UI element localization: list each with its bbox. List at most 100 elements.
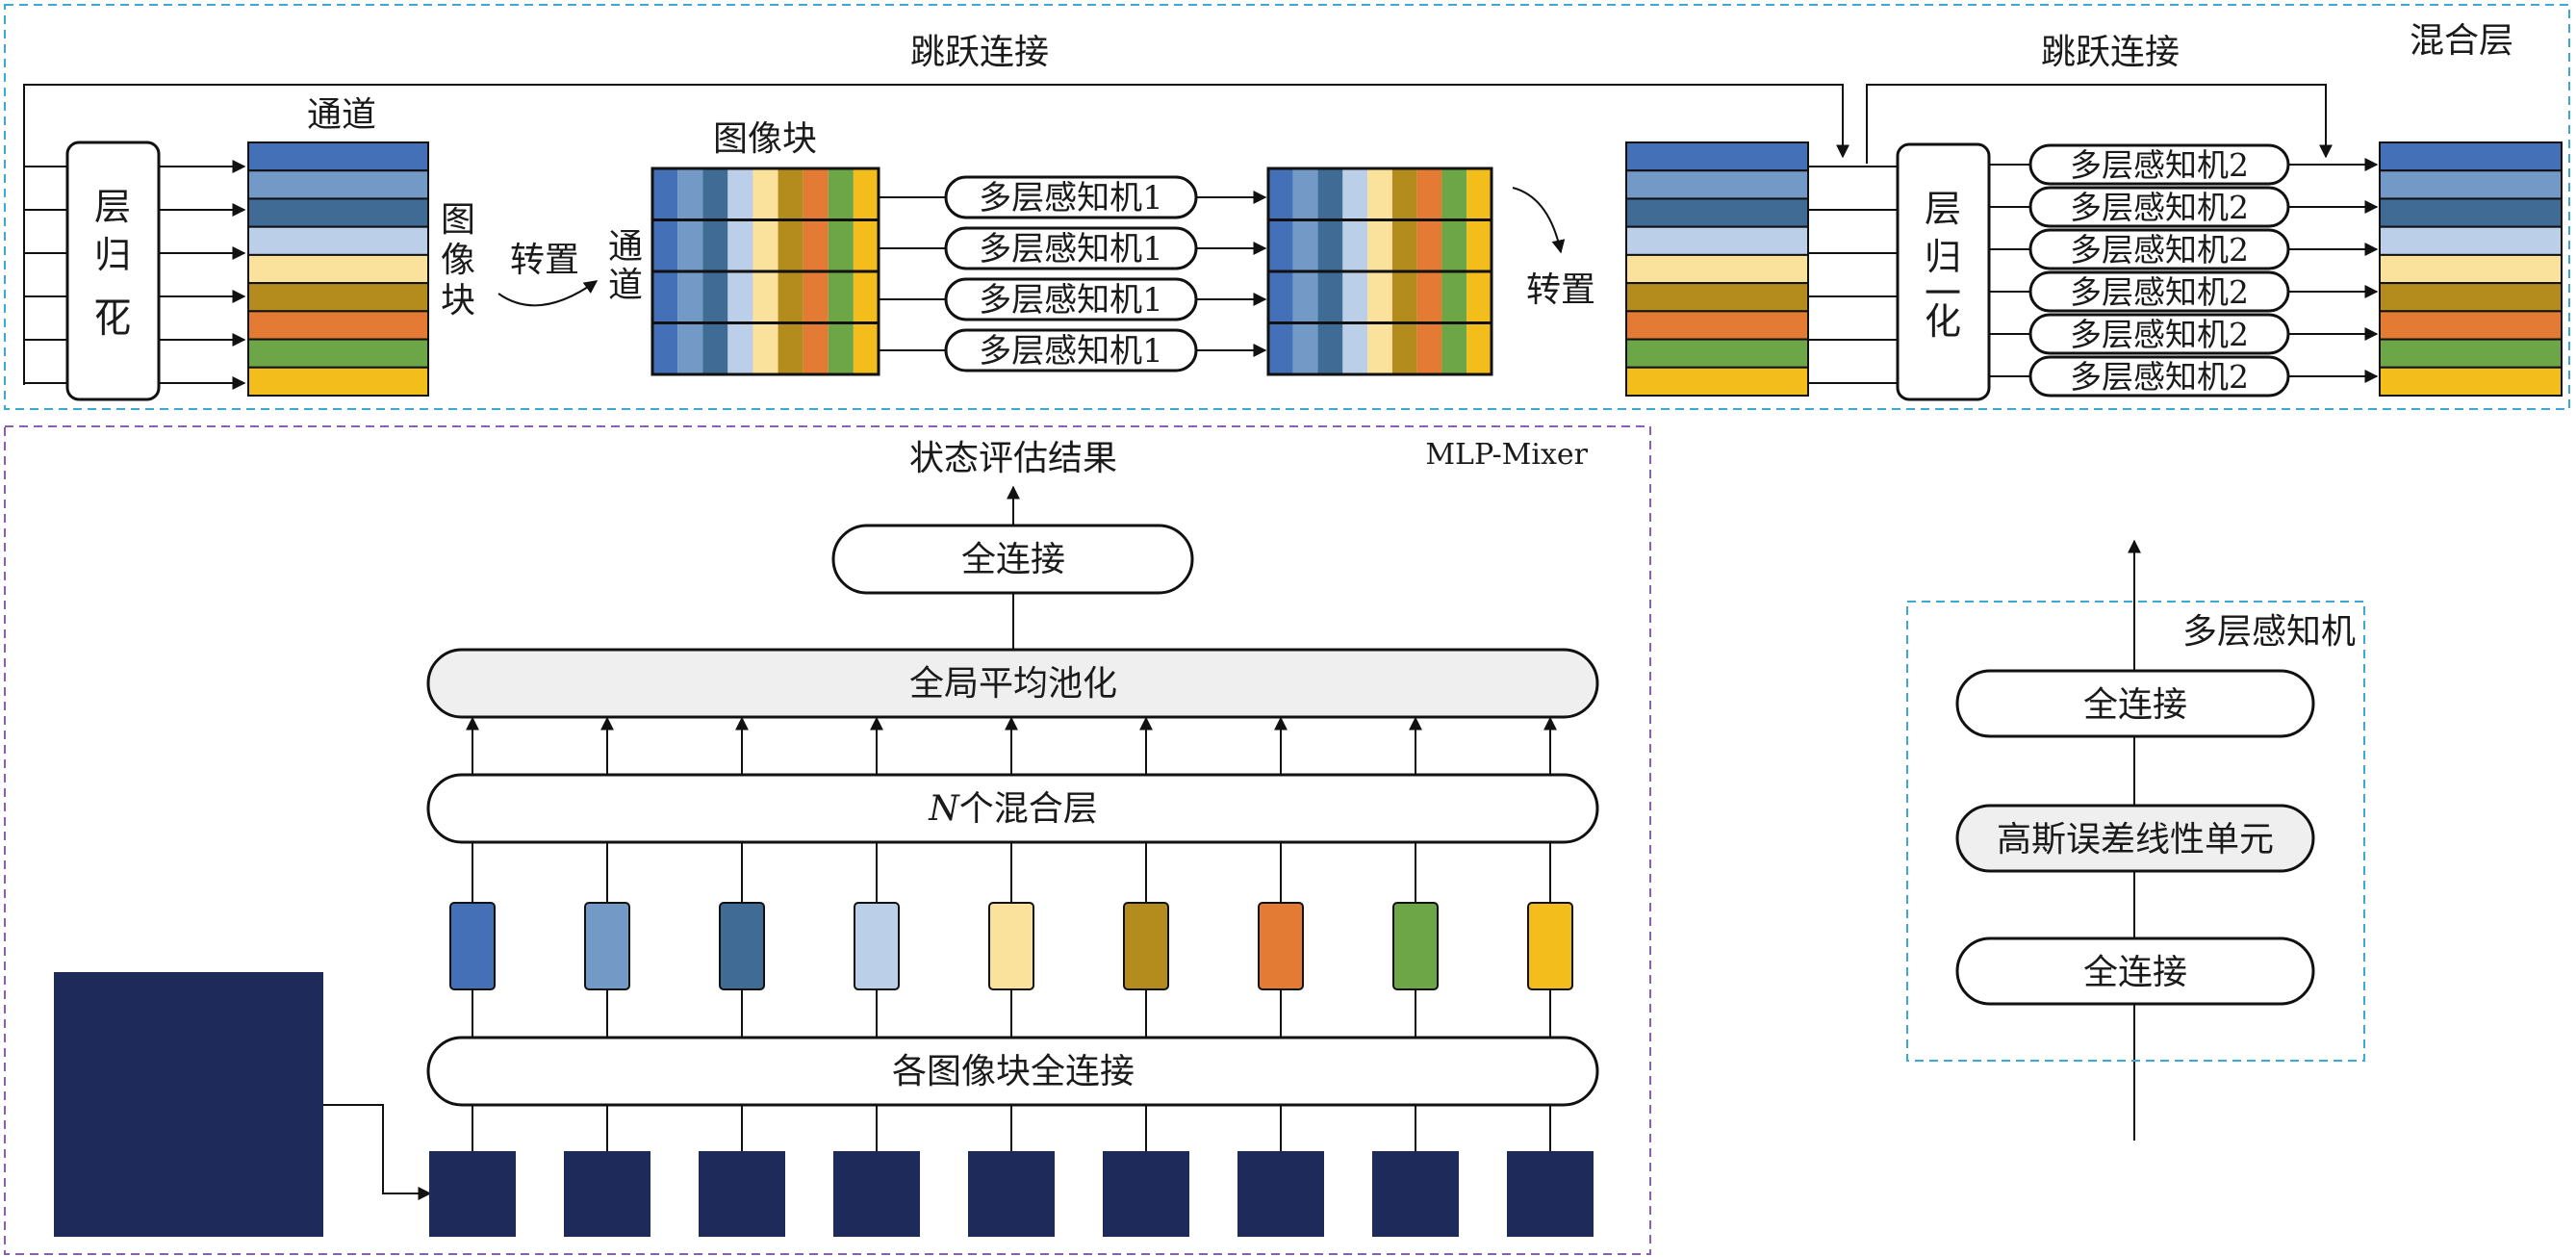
layer-norm-2-char-1: 层	[1925, 188, 1961, 230]
patch-fc-box	[426, 1036, 1599, 1107]
skip-connection-1-label: 跳跃连接	[910, 33, 1049, 72]
mlp-mixer-panel: MLP-Mixer 状态评估结果 全连接 全局平均池化 N个混合层 各图像块全连…	[4, 425, 1651, 1255]
token-vectors	[449, 902, 1573, 990]
mixer-fc-label: 全连接	[961, 540, 1065, 579]
stack3-outline	[1266, 167, 1493, 376]
token-9	[1527, 902, 1573, 990]
ln1-to-stack-arrows	[159, 160, 246, 390]
mlp1-block-2: 多层感知机1	[944, 226, 1198, 270]
mlp-block-border	[1906, 601, 2365, 1062]
mlp-block-panel: 多层感知机 全连接 高斯误差线性单元 全连接	[1906, 539, 2365, 1141]
mlp2-label-2: 多层感知机2	[2070, 189, 2249, 226]
stack5-row-9	[2379, 366, 2563, 397]
patch-channel-table-1	[247, 141, 429, 397]
layer-norm-1-char-3: 一	[94, 282, 131, 324]
mlp2-block-1: 多层感知机2	[2028, 143, 2290, 186]
output-label: 状态评估结果	[909, 439, 1117, 478]
mixer-layer-panel: 混合层 跳跃连接 跳跃连接 层 归 一 化	[4, 4, 2570, 410]
transpose-2-label: 转置	[1526, 270, 1595, 310]
channel-patch-table	[650, 167, 880, 376]
mlp2-label-1: 多层感知机2	[2070, 146, 2249, 184]
image-patch-6	[1103, 1151, 1189, 1237]
patch-vertical-char-2: 像	[441, 241, 475, 280]
mlp2-label-6: 多层感知机2	[2070, 358, 2249, 396]
image-patch-5	[968, 1151, 1055, 1237]
skip-connection-2-label: 跳跃连接	[2041, 33, 2180, 72]
stack4-row-2	[1625, 169, 1809, 200]
mixer-layer-title: 混合层	[2410, 21, 2513, 61]
mlp-fc-top-label: 全连接	[2083, 685, 2187, 725]
token-1	[449, 902, 496, 990]
mlp2-label-4: 多层感知机2	[2070, 273, 2249, 311]
mlp1-label-2: 多层感知机1	[979, 230, 1163, 269]
stack1-row-6	[247, 282, 429, 313]
skip-connection-1-line	[23, 84, 1849, 385]
layer-norm-1-char-1: 层	[94, 186, 131, 228]
stack4-to-ln2-lines	[1808, 166, 1898, 384]
patch-channel-table-output	[2379, 141, 2563, 397]
n-mixer-layers-box	[426, 773, 1599, 844]
mlp1-block-3: 多层感知机1	[944, 277, 1198, 321]
n-mixer-layers-label: N个混合层	[928, 789, 1098, 829]
mlp2-block-5: 多层感知机2	[2028, 313, 2290, 355]
channel-patch-table-output	[1266, 167, 1493, 376]
stack5-row-1	[2379, 141, 2563, 172]
stack1-row-4	[247, 225, 429, 256]
transpose-2-arrow	[1512, 187, 1566, 254]
mlp-block-title: 多层感知机	[2182, 612, 2356, 652]
stack1-row-7	[247, 310, 429, 341]
stack1-row-3	[247, 197, 429, 228]
transpose-1-label: 转置	[510, 241, 579, 280]
mlp2-block-6: 多层感知机2	[2028, 355, 2290, 398]
gelu-label: 高斯误差线性单元	[1997, 820, 2274, 859]
token-2	[584, 902, 630, 990]
layer-norm-2-char-4: 化	[1925, 300, 1961, 343]
token-6	[1123, 902, 1169, 990]
stack5-row-3	[2379, 197, 2563, 228]
channel-vertical-char-1: 通	[608, 227, 643, 267]
token-8	[1392, 902, 1439, 990]
input-image	[54, 972, 323, 1237]
token-4	[854, 902, 900, 990]
stack5-row-7	[2379, 310, 2563, 341]
patch-label-2: 图像块	[713, 119, 817, 159]
mlp1-block-1: 多层感知机1	[944, 175, 1198, 219]
image-patch-2	[564, 1151, 650, 1237]
stack4-row-4	[1625, 225, 1809, 256]
image-patch-7	[1237, 1151, 1324, 1237]
layer-norm-2-box	[1896, 142, 1991, 401]
token-3	[719, 902, 765, 990]
n-layers-rest: 个混合层	[959, 789, 1098, 829]
n-italic: N	[928, 789, 960, 829]
stack1-row-8	[247, 338, 429, 369]
mlp-fc-top-box	[1955, 669, 2315, 738]
stack4-row-6	[1625, 282, 1809, 313]
layer-norm-1-char-2: 归	[94, 234, 131, 276]
image-patch-4	[833, 1151, 920, 1237]
stack1-row-9	[247, 366, 429, 397]
stack4-row-9	[1625, 366, 1809, 397]
mixer-to-gap-arrows	[466, 716, 1557, 775]
mlp-mixer-title: MLP-Mixer	[1425, 438, 1588, 472]
patch-channel-table-2	[1625, 141, 1809, 397]
image-to-patches-arrow	[323, 1104, 432, 1200]
stack2-outline	[650, 167, 880, 376]
patch-vertical-char-3: 块	[441, 281, 475, 321]
patch-fc-label: 各图像块全连接	[892, 1052, 1135, 1091]
input-lines	[24, 166, 67, 384]
token-5	[988, 902, 1034, 990]
global-avg-pool-label: 全局平均池化	[909, 664, 1117, 704]
mlp-mixer-border	[4, 425, 1651, 1255]
mlp1-label-3: 多层感知机1	[979, 281, 1163, 320]
mlp2-lines	[1989, 158, 2379, 383]
stack1-row-1	[247, 141, 429, 172]
layer-norm-1-char-4: 化	[94, 298, 131, 341]
stack5-row-8	[2379, 338, 2563, 369]
mlp2-label-3: 多层感知机2	[2070, 231, 2249, 269]
mlp2-block-4: 多层感知机2	[2028, 270, 2290, 313]
image-patch-9	[1507, 1151, 1594, 1237]
layer-norm-1-box	[65, 141, 161, 401]
channel-vertical-char-2: 道	[608, 266, 643, 305]
stack4-row-5	[1625, 253, 1809, 285]
